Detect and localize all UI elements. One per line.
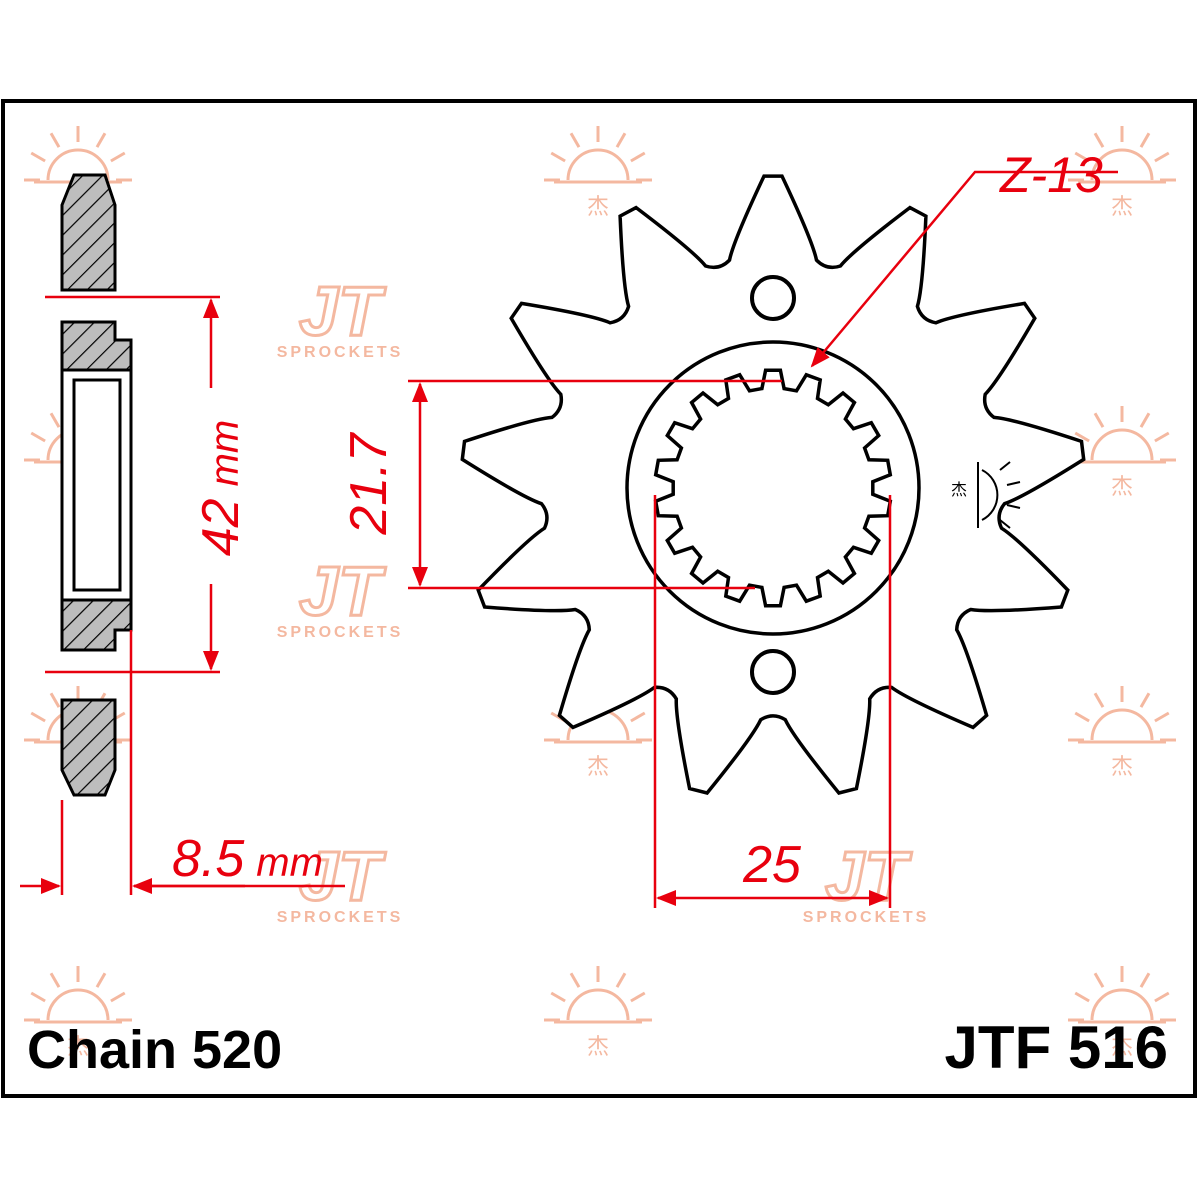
watermark-brand-text: SPROCKETS <box>277 344 404 361</box>
dim-217-label: 21.7 <box>340 431 398 535</box>
watermark-glyph: 杰 <box>587 1035 609 1060</box>
profile-hub-top <box>60 320 133 372</box>
watermark-sun-logo: 杰 <box>544 966 652 1060</box>
watermark-glyph: 杰 <box>1111 195 1133 220</box>
sprocket-side-profile <box>60 173 133 797</box>
tooth-count-label: Z-13 <box>999 147 1103 203</box>
watermark-glyph: 杰 <box>587 195 609 220</box>
watermark-glyph: 杰 <box>67 1035 89 1060</box>
z13-leader <box>810 170 1118 368</box>
chain-label: Chain 520 <box>27 1020 282 1080</box>
spline-bore <box>653 368 893 608</box>
watermark-glyph: 杰 <box>1111 475 1133 500</box>
watermark-logo-text: JT <box>299 272 386 350</box>
watermark-sun-logo: 杰 <box>24 966 132 1060</box>
sprocket-stamp-logo: 杰 <box>951 461 1021 529</box>
profile-tooth-bottom <box>60 698 117 797</box>
watermark-sun-logo: 杰 <box>544 126 652 220</box>
watermark-glyph: 杰 <box>1111 755 1133 780</box>
watermark-logo-text: JT <box>299 837 386 915</box>
hub-circle <box>625 340 921 636</box>
dim-42-label: 42mm <box>192 420 250 556</box>
drawing-frame <box>1 99 1197 1098</box>
profile-hub-bottom <box>60 598 133 652</box>
watermark-sun-logo: 杰 <box>1068 126 1176 220</box>
watermark-logo-text: JT <box>299 552 386 630</box>
bolt-hole-top <box>750 275 796 321</box>
watermark-sun-logo: 杰 <box>1068 686 1176 780</box>
watermark-glyph: 杰 <box>587 755 609 780</box>
profile-tooth-top <box>60 173 117 292</box>
watermark-sun-logo: 杰 <box>1068 966 1176 1060</box>
dimension-lines <box>20 170 1118 908</box>
profile-bore-inner <box>72 378 122 592</box>
sprocket-front-view: 杰 <box>460 174 1086 795</box>
stamp-glyph: 杰 <box>951 480 967 499</box>
dim-25-label: 25 <box>742 836 802 894</box>
watermark-brand-text: SPROCKETS <box>277 909 404 926</box>
part-number: JTF 516 <box>945 1014 1168 1081</box>
watermark-glyph: 杰 <box>1111 1035 1133 1060</box>
bolt-hole-bottom <box>750 649 796 695</box>
watermark-logo-text: JT <box>825 837 912 915</box>
watermark-brand-text: SPROCKETS <box>803 909 930 926</box>
watermark-brand-text: SPROCKETS <box>277 624 404 641</box>
